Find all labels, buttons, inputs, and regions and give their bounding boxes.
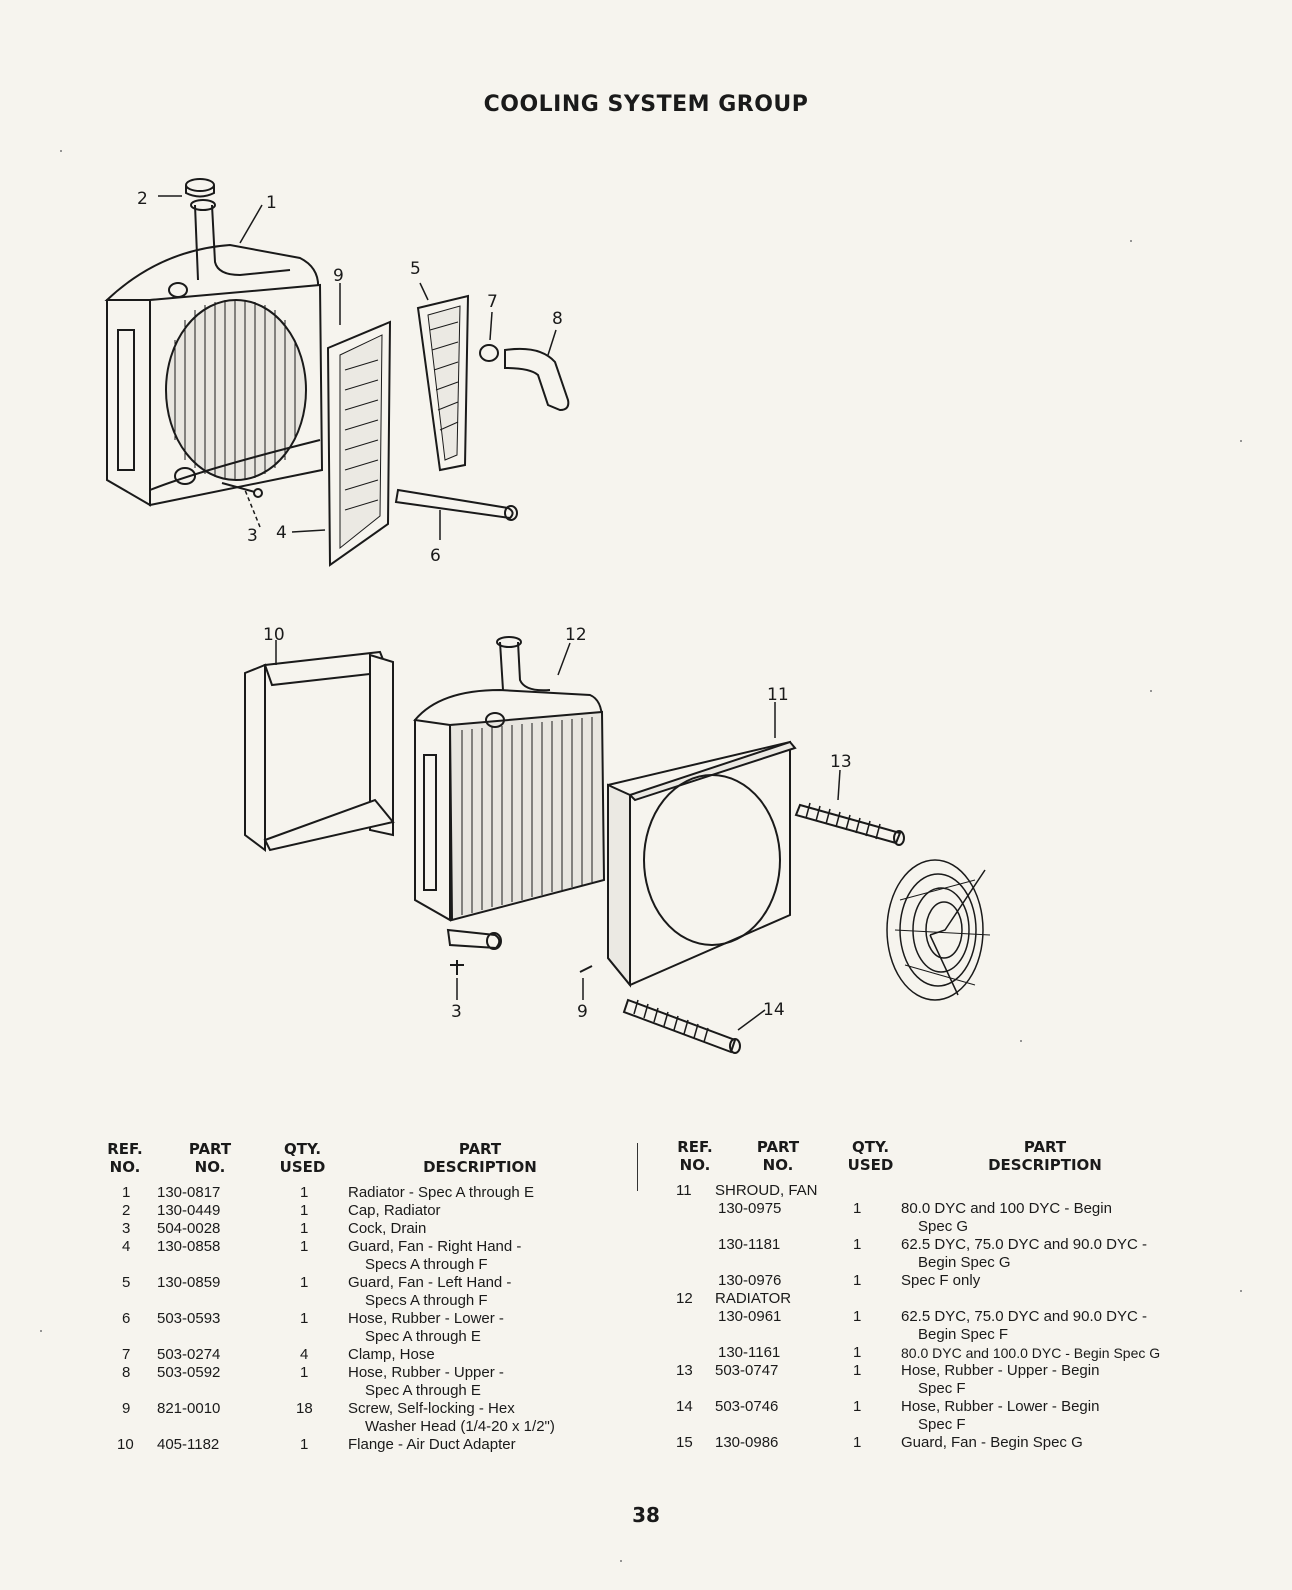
header-qty-left: QTY. USED	[279, 1140, 326, 1176]
callout-11: 11	[767, 685, 789, 705]
callout-9-lower: 9	[577, 1002, 588, 1022]
scan-speck	[620, 1560, 622, 1562]
callout-7: 7	[487, 292, 498, 312]
air-duct-flange-illustration	[244, 650, 395, 852]
scan-speck	[1240, 440, 1242, 442]
radiator-upper-illustration	[104, 178, 324, 507]
table-divider	[637, 1143, 638, 1191]
header-qty-right: QTY. USED	[847, 1138, 894, 1174]
page-number: 38	[632, 1503, 660, 1527]
scan-speck	[1130, 240, 1132, 242]
fan-shroud-illustration	[607, 740, 797, 988]
header-part-right: PART NO.	[756, 1138, 800, 1174]
callout-2: 2	[137, 189, 148, 209]
callout-9: 9	[333, 266, 344, 286]
callout-12: 12	[565, 625, 587, 645]
header-part-left: PART NO.	[188, 1140, 232, 1176]
scan-speck	[1020, 1040, 1022, 1042]
callout-8: 8	[552, 309, 563, 329]
scan-speck	[40, 1330, 42, 1332]
callout-6: 6	[430, 546, 441, 566]
header-ref-right: REF. NO.	[677, 1138, 713, 1174]
callout-5: 5	[410, 259, 421, 279]
callout-1: 1	[266, 193, 277, 213]
callout-3-lower: 3	[451, 1002, 462, 1022]
callout-13: 13	[830, 752, 852, 772]
callout-14: 14	[763, 1000, 785, 1020]
callout-3: 3	[247, 526, 258, 546]
header-desc-right: PART DESCRIPTION	[988, 1138, 1102, 1174]
header-desc-left: PART DESCRIPTION	[423, 1140, 537, 1176]
radiator-lower-illustration	[413, 636, 606, 975]
scan-speck	[60, 150, 62, 152]
scan-speck	[1150, 690, 1152, 692]
fan-guard-right-illustration	[326, 320, 392, 567]
scan-speck	[1240, 1290, 1242, 1292]
header-ref-left: REF. NO.	[107, 1140, 143, 1176]
fan-guard-left-illustration	[416, 294, 470, 472]
upper-hose-illustration	[794, 802, 905, 846]
callout-10: 10	[263, 625, 285, 645]
callout-4: 4	[276, 523, 287, 543]
fan-guard-illustration	[886, 859, 991, 1001]
page-title: COOLING SYSTEM GROUP	[483, 92, 809, 117]
exploded-parts-diagram: 2 1 9 5 7 8 3 4 6 10 12 11 13 3 9 14	[104, 178, 991, 1054]
lower-hose-illustration	[622, 998, 741, 1054]
